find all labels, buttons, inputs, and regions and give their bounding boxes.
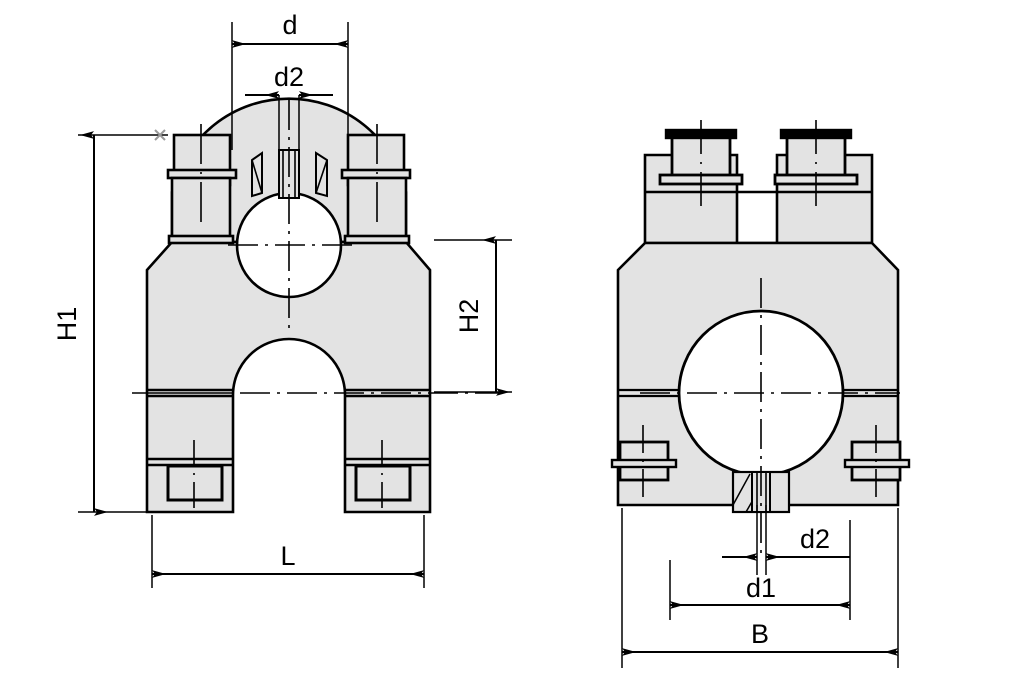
front-left-bolt — [166, 124, 238, 245]
side-right-nut — [843, 425, 911, 512]
dimension-h1: H1 — [52, 129, 168, 516]
side-right-bolt — [773, 120, 859, 230]
dimension-d2-front: d2 — [245, 62, 333, 175]
reference-cross-mark — [154, 129, 166, 141]
dimension-label-h1: H1 — [52, 307, 82, 342]
side-center-lines — [640, 278, 900, 560]
dimension-d1: d1 — [669, 520, 851, 620]
dimension-label-d: d — [282, 10, 297, 40]
front-left-nut — [166, 440, 224, 520]
dimension-label-l: L — [280, 541, 295, 571]
side-parting-lines — [618, 388, 898, 398]
dimension-d: d — [231, 10, 349, 150]
front-right-nut — [354, 440, 412, 520]
front-right-bolt — [340, 124, 412, 245]
dimension-h2: H2 — [434, 236, 512, 396]
dimension-label-d2-front: d2 — [274, 62, 304, 92]
dimension-label-d2-side: d2 — [800, 524, 830, 554]
dimension-label-b: B — [751, 619, 769, 649]
front-center-lines — [132, 100, 500, 394]
front-main-body — [145, 240, 432, 514]
side-left-bolt — [645, 120, 872, 230]
dimension-l: L — [151, 515, 425, 588]
dimension-d2-side: d2 — [722, 505, 850, 575]
front-parting-lines — [147, 388, 430, 398]
dimension-label-d1: d1 — [746, 573, 776, 603]
front-view — [132, 97, 500, 520]
side-view — [610, 120, 911, 560]
dimension-label-h2: H2 — [454, 299, 484, 334]
side-left-nut — [610, 425, 678, 512]
front-thread-section — [251, 149, 328, 199]
dimension-b: B — [621, 508, 899, 668]
